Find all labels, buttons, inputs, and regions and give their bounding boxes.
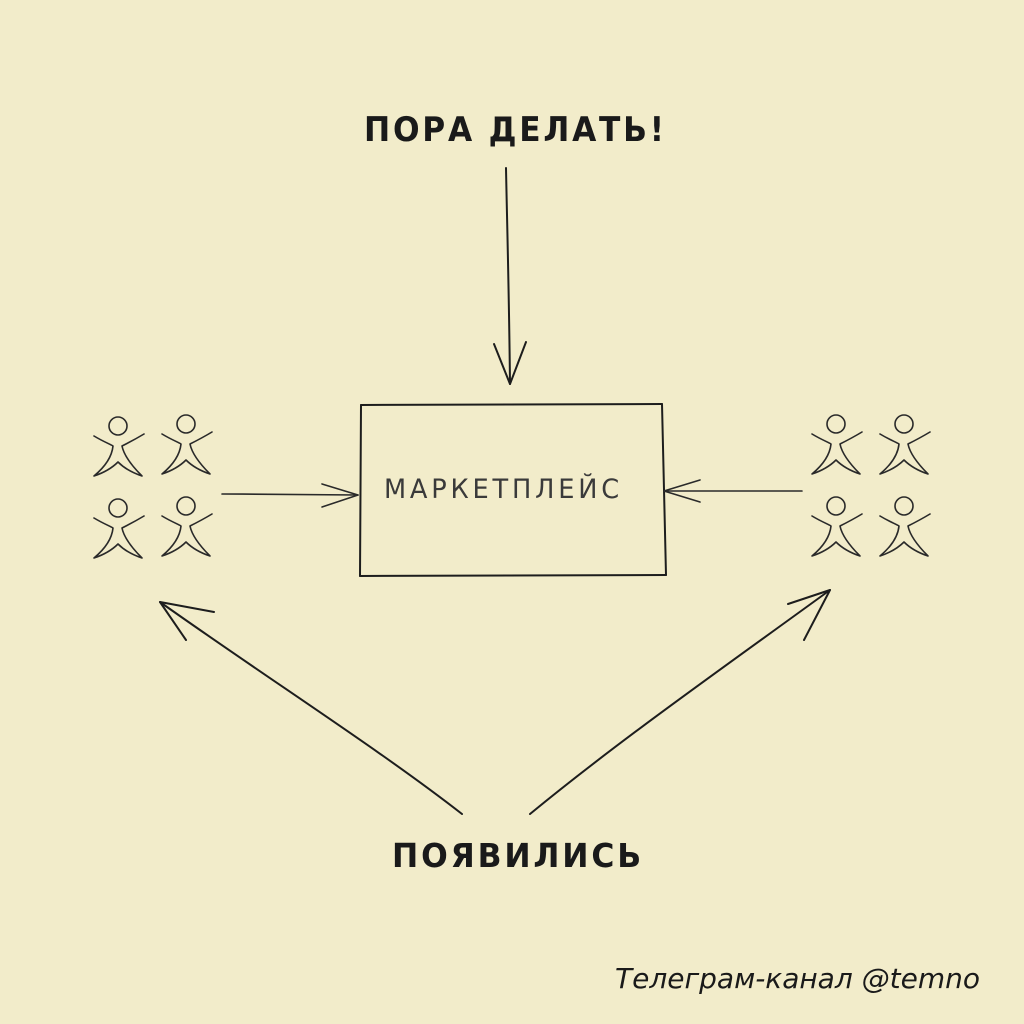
right-people-group [811, 414, 931, 557]
person-icon [879, 496, 931, 557]
arrow-title-to-box [493, 167, 527, 385]
arrow-bottom-to-left-group [159, 601, 463, 815]
person-icon [161, 496, 213, 557]
arrow-left-group-to-box [221, 483, 359, 508]
person-icon [161, 414, 213, 475]
left-people-group [93, 414, 213, 559]
person-icon [93, 416, 145, 477]
appeared-label: ПОЯВИЛИСЬ [392, 836, 645, 875]
marketplace-box-label: МАРКЕТПЛЕЙС [384, 474, 623, 505]
person-icon [811, 414, 863, 475]
person-icon [879, 414, 931, 475]
arrow-right-group-to-box [663, 479, 803, 503]
telegram-channel-credit: Телеграм-канал @temno [614, 962, 980, 995]
diagram-title: ПОРА ДЕЛАТЬ! [364, 110, 667, 150]
marketplace-box [359, 403, 667, 577]
arrow-bottom-to-right-group [529, 589, 831, 815]
person-icon [93, 498, 145, 559]
person-icon [811, 496, 863, 557]
